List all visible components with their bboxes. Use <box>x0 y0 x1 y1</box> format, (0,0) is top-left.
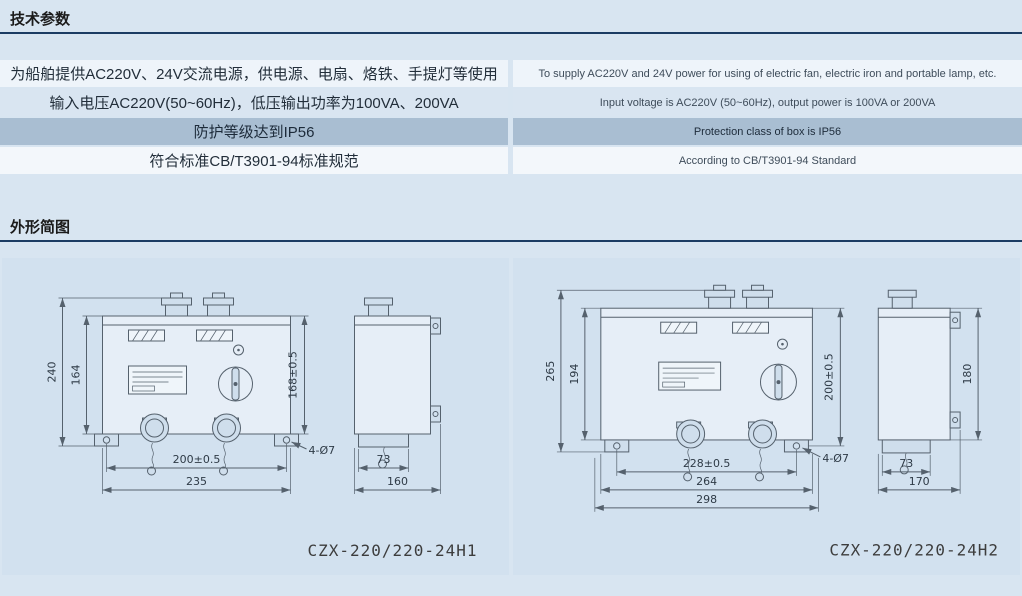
param-row: 输入电压AC220V(50~60Hz)，低压输出功率为100VA、200VA I… <box>0 89 1022 116</box>
power-socket <box>140 413 169 476</box>
dim-side-width: 160 <box>387 475 408 488</box>
outline-title: 外形简图 <box>10 219 71 236</box>
dim-hole-span: 228±0.5 <box>683 457 731 470</box>
dim-side-width: 170 <box>909 475 930 488</box>
dim-total-height: 265 <box>544 361 557 382</box>
indicator-lamp <box>233 344 244 356</box>
cable-gland <box>742 284 773 309</box>
model-label-h1: CZX-220/220-24H1 <box>307 541 477 560</box>
power-socket <box>212 413 241 476</box>
param-en: Protection class of box is IP56 <box>513 118 1022 145</box>
nameplate <box>128 365 187 395</box>
dim-side-depth: 73 <box>377 453 391 466</box>
outline-drawing-h2: 194 265 200±0.5 228±0.5 <box>544 284 999 560</box>
param-zh: 符合标准CB/T3901-94标准规范 <box>0 147 508 174</box>
dim-body-width: 264 <box>696 475 717 488</box>
param-en: To supply AC220V and 24V power for using… <box>513 60 1022 87</box>
indicator-lamp <box>776 338 788 350</box>
dim-right-height: 200±0.5 <box>822 353 835 401</box>
dimensions-side: 73 170 180 <box>877 307 983 494</box>
socket-side <box>881 439 931 475</box>
front-view <box>600 284 813 482</box>
dim-right-height: 168±0.5 <box>287 351 300 399</box>
dim-holes: 4-Ø7 <box>822 452 849 465</box>
tech-params-section: 技术参数 为船舶提供AC220V、24V交流电源，供电源、电扇、烙铁、手提灯等使… <box>0 0 1022 174</box>
nameplate <box>658 361 722 391</box>
dimensions-front: 194 265 200±0.5 228±0.5 <box>544 289 849 512</box>
dim-body-height: 164 <box>70 365 83 386</box>
dim-total-width: 298 <box>696 493 717 506</box>
terminal-plate <box>732 321 769 334</box>
param-row: 为船舶提供AC220V、24V交流电源，供电源、电扇、烙铁、手提灯等使用 To … <box>0 60 1022 87</box>
datasheet-page: 技术参数 为船舶提供AC220V、24V交流电源，供电源、电扇、烙铁、手提灯等使… <box>0 0 1022 575</box>
dim-total-width: 235 <box>186 475 207 488</box>
mounting-bracket <box>949 311 961 429</box>
terminal-plate <box>128 329 165 342</box>
dim-body-height: 194 <box>568 364 581 385</box>
dim-side-height: 180 <box>961 364 974 385</box>
drawing-panel-h2: 194 265 200±0.5 228±0.5 <box>513 258 1020 575</box>
param-row: 防护等级达到IP56 Protection class of box is IP… <box>0 118 1022 145</box>
dim-side-depth: 73 <box>899 457 913 470</box>
tech-params-title: 技术参数 <box>10 11 71 28</box>
cable-gland <box>161 292 192 317</box>
model-label-h2: CZX-220/220-24H2 <box>829 541 999 560</box>
drawing-panel-h1: 164 240 168±0.5 200±0.5 <box>2 258 509 575</box>
section-rule <box>0 240 1022 242</box>
dim-total-height: 240 <box>46 362 59 383</box>
drawing-panels: 164 240 168±0.5 200±0.5 <box>0 258 1022 575</box>
power-socket <box>676 419 706 482</box>
param-zh: 为船舶提供AC220V、24V交流电源，供电源、电扇、烙铁、手提灯等使用 <box>0 60 508 87</box>
param-zh: 输入电压AC220V(50~60Hz)，低压输出功率为100VA、200VA <box>0 89 508 116</box>
dimensions-side: 73 160 <box>354 424 441 494</box>
side-view <box>877 289 961 475</box>
param-en: Input voltage is AC220V (50~60Hz), outpu… <box>513 89 1022 116</box>
outline-drawing-h1: 164 240 168±0.5 200±0.5 <box>46 292 477 560</box>
outline-section: 外形简图 <box>0 208 1022 575</box>
terminal-plate <box>660 321 698 334</box>
cable-gland <box>704 284 736 309</box>
mounting-bracket <box>430 317 441 423</box>
cable-gland <box>203 292 234 317</box>
terminal-plate <box>196 329 233 342</box>
section-rule <box>0 32 1022 34</box>
rotary-switch <box>760 363 797 401</box>
front-view <box>94 292 299 476</box>
side-view <box>354 297 441 469</box>
param-row: 符合标准CB/T3901-94标准规范 According to CB/T390… <box>0 147 1022 174</box>
dim-hole-span: 200±0.5 <box>173 453 221 466</box>
param-zh: 防护等级达到IP56 <box>0 118 508 145</box>
dimensions-front: 164 240 168±0.5 200±0.5 <box>46 297 336 494</box>
param-en: According to CB/T3901-94 Standard <box>513 147 1022 174</box>
tech-params-table: 为船舶提供AC220V、24V交流电源，供电源、电扇、烙铁、手提灯等使用 To … <box>0 60 1022 174</box>
rotary-switch <box>218 366 253 402</box>
dim-holes: 4-Ø7 <box>309 444 336 457</box>
